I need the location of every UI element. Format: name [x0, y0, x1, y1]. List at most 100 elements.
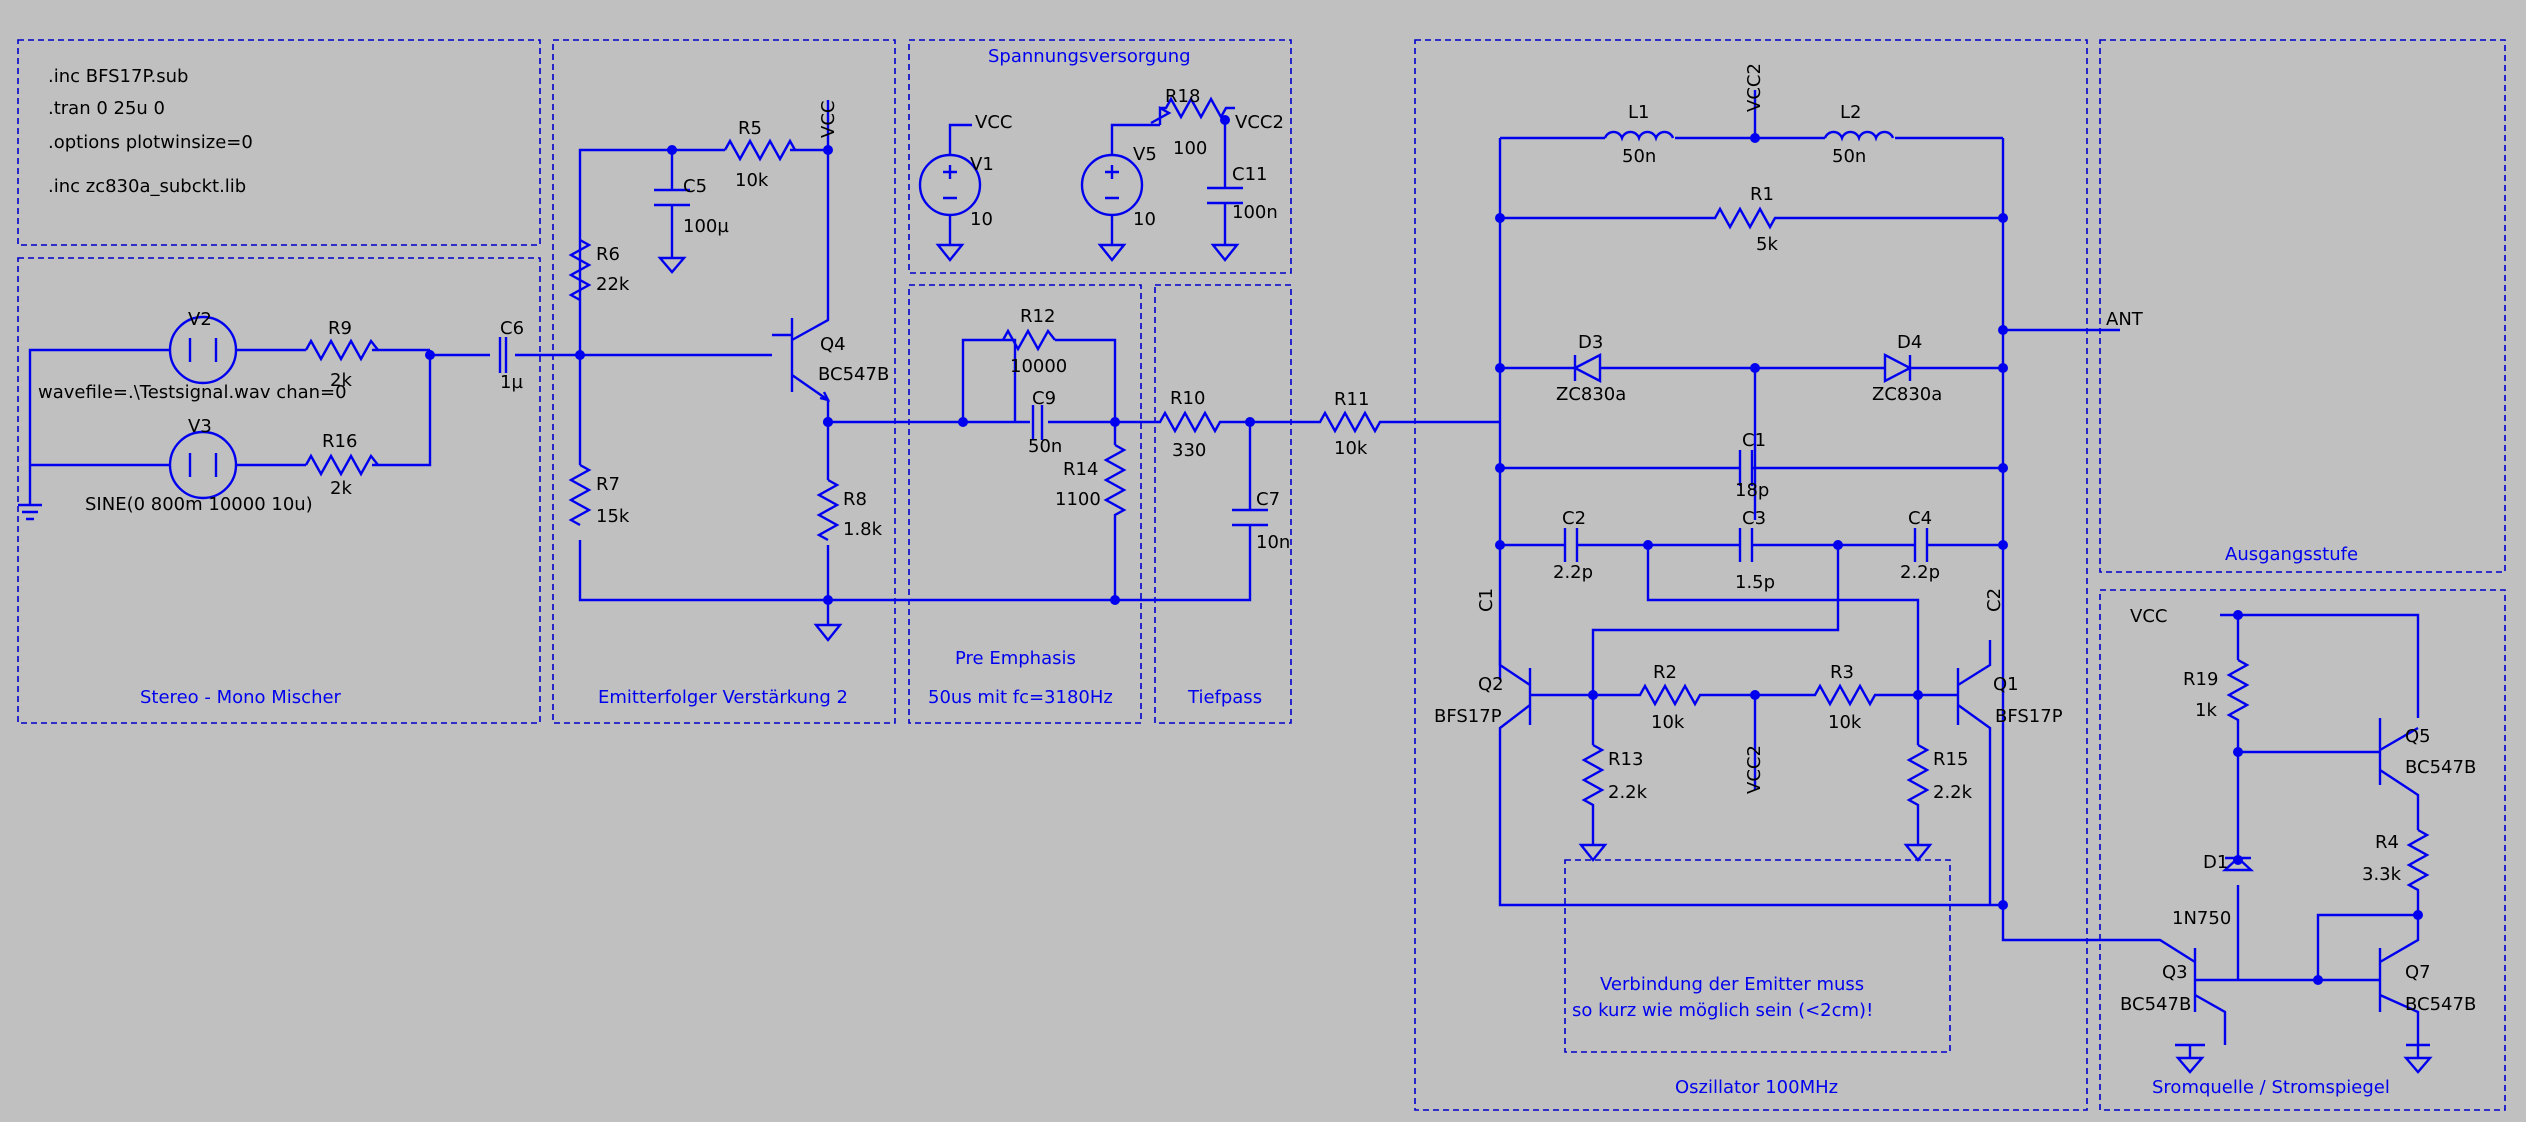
r4-q7	[2195, 828, 2430, 1045]
d1-value: 1N750	[2172, 908, 2231, 929]
supply-title: Spannungsversorgung	[988, 46, 1191, 67]
q4-name: Q4	[820, 334, 846, 355]
r13-resistor	[1578, 743, 1608, 862]
l1-name: L1	[1628, 102, 1649, 123]
r5-name: R5	[738, 118, 762, 139]
q3-name: Q3	[2162, 962, 2188, 983]
note-line-1: Verbindung der Emitter muss	[1600, 974, 1864, 995]
q7-name: Q7	[2405, 962, 2431, 983]
r1-resistor	[1500, 206, 2003, 230]
note-line-2: so kurz wie möglich sein (<2cm)!	[1572, 1000, 1873, 1021]
v5-name: V5	[1133, 144, 1157, 165]
r2-value: 10k	[1651, 712, 1685, 733]
r6-name: R6	[596, 244, 620, 265]
ground-q7	[2403, 1043, 2433, 1074]
q2-value: BFS17P	[1434, 706, 1502, 727]
diodes-d3-d4	[1500, 353, 2003, 520]
c4-name: C4	[1908, 508, 1932, 529]
q4-value: BC547B	[818, 364, 889, 385]
r11-value: 10k	[1334, 438, 1368, 459]
r6-resistor	[568, 238, 592, 302]
r8-name: R8	[843, 489, 867, 510]
supply-box	[908, 39, 1292, 274]
r19-resistor	[2226, 658, 2250, 730]
c1-capacitor	[1500, 450, 2003, 486]
d4-value: ZC830a	[1872, 384, 1942, 405]
r4-name: R4	[2375, 832, 2399, 853]
q5-name: Q5	[2405, 726, 2431, 747]
v1-vcc-label: VCC	[975, 112, 1012, 133]
c6-name: C6	[500, 318, 524, 339]
d1-name: D1	[2203, 852, 2228, 873]
r1-name: R1	[1750, 184, 1774, 205]
directives-box	[17, 39, 541, 246]
current-circuit	[2001, 610, 2433, 1074]
c3-value: 1.5p	[1735, 572, 1775, 593]
r10-value: 330	[1172, 440, 1206, 461]
r15-name: R15	[1933, 749, 1968, 770]
c6-capacitor	[498, 337, 508, 373]
q7-value: BC547B	[2405, 994, 2476, 1015]
l2-value: 50n	[1832, 146, 1866, 167]
osc-box	[1414, 39, 2088, 1111]
r13-value: 2.2k	[1608, 782, 1648, 803]
r7-name: R7	[596, 474, 620, 495]
d4-name: D4	[1897, 332, 1922, 353]
r19-value: 1k	[2195, 700, 2217, 721]
directive-1: .inc BFS17P.sub	[48, 66, 188, 87]
preemph-circuit	[823, 328, 1500, 605]
l2-inductor	[1823, 130, 1895, 142]
ground-c5	[657, 250, 687, 274]
lowpass-box	[1154, 284, 1292, 724]
directive-4: .inc zc830a_subckt.lib	[48, 176, 246, 197]
r15-value: 2.2k	[1933, 782, 1973, 803]
v2-value: wavefile=.\Testsignal.wav chan=0	[38, 382, 347, 403]
ant-label: ANT	[2106, 309, 2144, 330]
c6-value: 1µ	[500, 372, 523, 393]
r16-value: 2k	[330, 478, 352, 499]
r3-name: R3	[1830, 662, 1854, 683]
r16-name: R16	[322, 431, 357, 452]
note-box	[1564, 859, 1951, 1053]
current-box	[2099, 589, 2506, 1111]
v5-value: 10	[1133, 209, 1156, 230]
emitter-title: Emitterfolger Verstärkung 2	[598, 687, 848, 708]
c7-value: 10n	[1256, 532, 1290, 553]
directive-3: .options plotwinsize=0	[48, 132, 253, 153]
v3-value: SINE(0 800m 10000 10u)	[85, 494, 313, 515]
q4-arrow	[819, 391, 831, 402]
preemph-box	[908, 284, 1142, 724]
c2-c3-c4	[1500, 528, 2003, 562]
r18-value: 100	[1173, 138, 1207, 159]
c2-net-label: C2	[1984, 588, 2005, 612]
r7-value: 15k	[596, 506, 630, 527]
c9-value: 50n	[1028, 436, 1062, 457]
c1-net-label: C1	[1476, 588, 1497, 612]
r8-resistor	[816, 478, 840, 542]
v1-source	[918, 153, 982, 217]
ground-mixer	[18, 465, 42, 521]
q2-name: Q2	[1478, 674, 1504, 695]
ground-q3	[2175, 1043, 2205, 1074]
r5-resistor	[723, 138, 797, 162]
d3-value: ZC830a	[1556, 384, 1626, 405]
supply-circuit	[918, 96, 1243, 262]
r9-value: 2k	[330, 370, 352, 391]
c1-name: C1	[1742, 430, 1766, 451]
mixer-box	[17, 257, 541, 724]
c5-capacitor	[654, 188, 690, 207]
r7-resistor	[568, 463, 592, 527]
emitter-circuit	[568, 100, 843, 642]
r12-name: R12	[1020, 306, 1055, 327]
c9-capacitor	[1031, 405, 1044, 440]
r10-name: R10	[1170, 388, 1205, 409]
c9-name: C9	[1032, 388, 1056, 409]
preemph-title: Pre Emphasis	[955, 648, 1076, 669]
vcc-label-current: VCC	[2130, 606, 2167, 627]
c4-value: 2.2p	[1900, 562, 1940, 583]
vcc-label-q4: VCC	[818, 101, 839, 138]
mixer-circuit	[18, 315, 580, 521]
r16-resistor	[304, 453, 379, 477]
r9-resistor	[304, 338, 379, 362]
